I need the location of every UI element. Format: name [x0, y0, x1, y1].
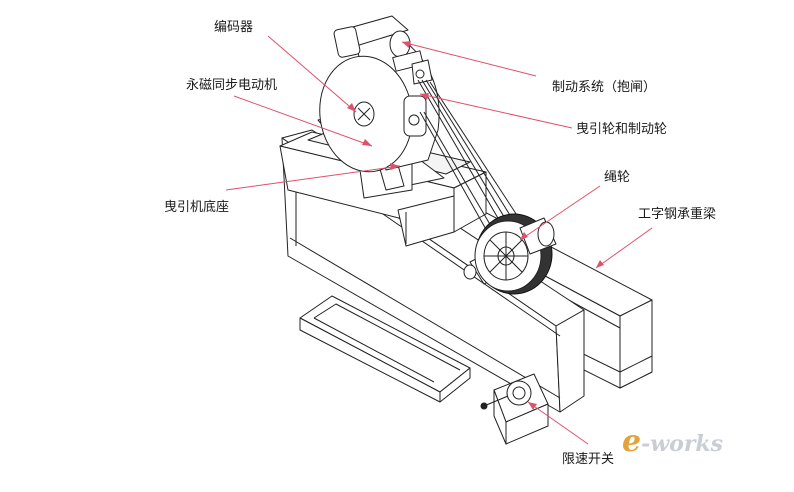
label-motor: 永磁同步电动机	[186, 78, 278, 93]
label-speed-limit-switch: 限速开关	[562, 452, 615, 467]
leader-encoder	[267, 35, 357, 113]
label-rope-wheel: 绳轮	[604, 170, 631, 185]
leader-i-beam	[595, 227, 653, 269]
leader-base	[225, 165, 401, 191]
leader-rope-wheel	[519, 185, 601, 241]
eworks-watermark: e-works	[622, 424, 723, 459]
watermark-works: -works	[641, 431, 724, 457]
speed-limit-switch-box	[480, 373, 549, 445]
label-encoder: 编码器	[214, 20, 254, 35]
leader-motor	[233, 95, 373, 147]
ropes	[417, 79, 525, 241]
label-i-beam: 工字钢承重梁	[638, 207, 717, 222]
leader-brake	[401, 41, 537, 77]
leader-arrowheads	[347, 41, 604, 410]
leader-traction-wheel	[419, 93, 573, 129]
label-brake: 制动系统（抱闸）	[552, 80, 657, 95]
limit-switch-tray	[299, 295, 471, 403]
label-base: 曳引机底座	[164, 200, 230, 215]
brake-system	[333, 15, 433, 137]
rope-wheel	[463, 213, 557, 295]
label-traction-wheel: 曳引轮和制动轮	[576, 122, 668, 137]
leader-limit-switch	[527, 401, 589, 445]
leader-lines	[225, 35, 653, 445]
watermark-e: e	[622, 424, 642, 459]
